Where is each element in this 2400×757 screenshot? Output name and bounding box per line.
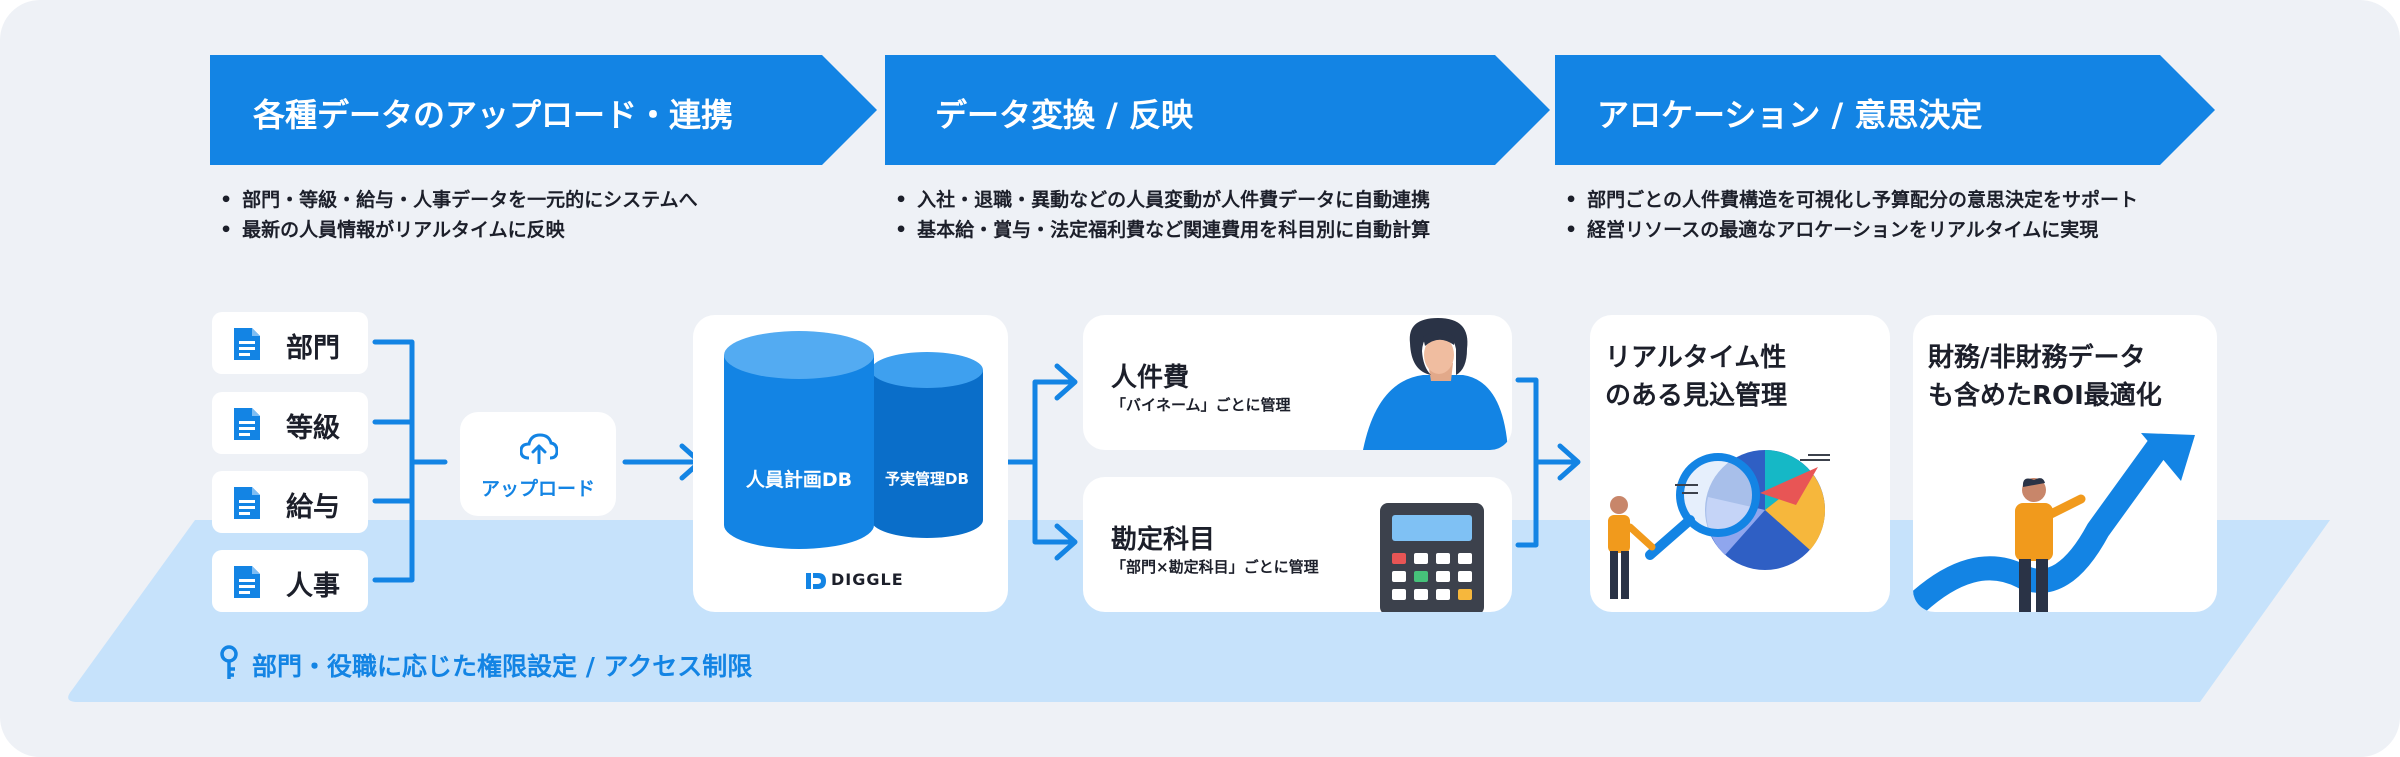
access-control-label: 部門・役職に応じた権限設定 / アクセス制限	[252, 652, 753, 681]
output-card-account-items: 勘定科目 「部門×勘定科目」ごとに管理	[1083, 477, 1512, 612]
database-icon	[724, 331, 983, 549]
bullet-item: 入社・退職・異動などの人員変動が人件費データに自動連携	[895, 185, 1430, 215]
step-1-bullets: 部門・等級・給与・人事データを一元的にシステムへ 最新の人員情報がリアルタイムに…	[220, 185, 698, 245]
step-banner-3	[1555, 55, 2215, 165]
source-card-grade: 等級	[212, 392, 368, 454]
source-card-hr: 人事	[212, 550, 368, 612]
source-label: 部門	[286, 333, 340, 364]
step-banner-1	[210, 55, 877, 165]
output-title: 勘定科目	[1111, 525, 1216, 555]
database-secondary-label: 予実管理DB	[885, 470, 969, 488]
bullet-item: 経営リソースの最適なアロケーションをリアルタイムに実現	[1565, 215, 2138, 245]
cloud-upload-icon	[520, 433, 558, 464]
result-line: リアルタイム性	[1605, 343, 1787, 373]
bullet-item: 部門ごとの人件費構造を可視化し予算配分の意思決定をサポート	[1565, 185, 2138, 215]
step-banner-2	[885, 55, 1550, 165]
bullet-item: 基本給・賞与・法定福利費など関連費用を科目別に自動計算	[895, 215, 1430, 245]
document-icon	[234, 328, 260, 360]
upload-card: アップロード	[460, 412, 616, 516]
key-icon	[220, 645, 238, 679]
document-icon	[234, 566, 260, 598]
output-card-personnel-cost: 人件費 「バイネーム」ごとに管理	[1083, 315, 1512, 450]
person-illustration-icon	[1363, 318, 1508, 450]
bullet-item: 部門・等級・給与・人事データを一元的にシステムへ	[220, 185, 697, 215]
output-subtitle: 「部門×勘定科目」ごとに管理	[1111, 558, 1319, 576]
growth-illustration-icon	[1913, 433, 2195, 612]
calculator-icon	[1380, 503, 1484, 612]
document-icon	[234, 487, 260, 519]
source-bracket	[372, 339, 448, 583]
arrow-db-fork	[992, 363, 1078, 561]
step-3-bullets: 部門ごとの人件費構造を可視化し予算配分の意思決定をサポート 経営リソースの最適な…	[1565, 185, 2138, 245]
step-2-title: データ変換 / 反映	[935, 96, 1193, 134]
step-1-title: 各種データのアップロード・連携	[253, 96, 734, 134]
brand-logo-text: DIGGLE	[831, 570, 904, 589]
output-title: 人件費	[1111, 363, 1190, 393]
result-line: も含めたROI最適化	[1928, 381, 2162, 411]
source-label: 人事	[286, 571, 340, 602]
source-label: 給与	[286, 492, 340, 523]
source-card-salary: 給与	[212, 471, 368, 533]
result-card-forecast: リアルタイム性 のある見込管理	[1590, 315, 1890, 612]
upload-label: アップロード	[480, 478, 595, 500]
step-3-title: アロケーション / 意思決定	[1597, 96, 1983, 134]
document-icon	[234, 408, 260, 440]
result-card-roi: 財務/非財務データ も含めたROI最適化	[1913, 315, 2217, 612]
diggle-logo-icon	[806, 573, 826, 589]
database-card: 人員計画DB 予実管理DB DIGGLE	[693, 315, 1008, 612]
output-subtitle: 「バイネーム」ごとに管理	[1111, 396, 1291, 414]
source-label: 等級	[286, 413, 340, 444]
result-line: 財務/非財務データ	[1928, 343, 2146, 373]
step-2-bullets: 入社・退職・異動などの人員変動が人件費データに自動連携 基本給・賞与・法定福利費…	[895, 185, 1430, 245]
source-card-department: 部門	[212, 312, 368, 374]
output-bracket	[1515, 377, 1581, 548]
analysis-illustration-icon	[1608, 450, 1830, 599]
result-line: のある見込管理	[1605, 381, 1788, 411]
bullet-item: 最新の人員情報がリアルタイムに反映	[220, 215, 698, 245]
database-primary-label: 人員計画DB	[745, 469, 853, 491]
arrow-upload-to-db	[622, 443, 703, 481]
